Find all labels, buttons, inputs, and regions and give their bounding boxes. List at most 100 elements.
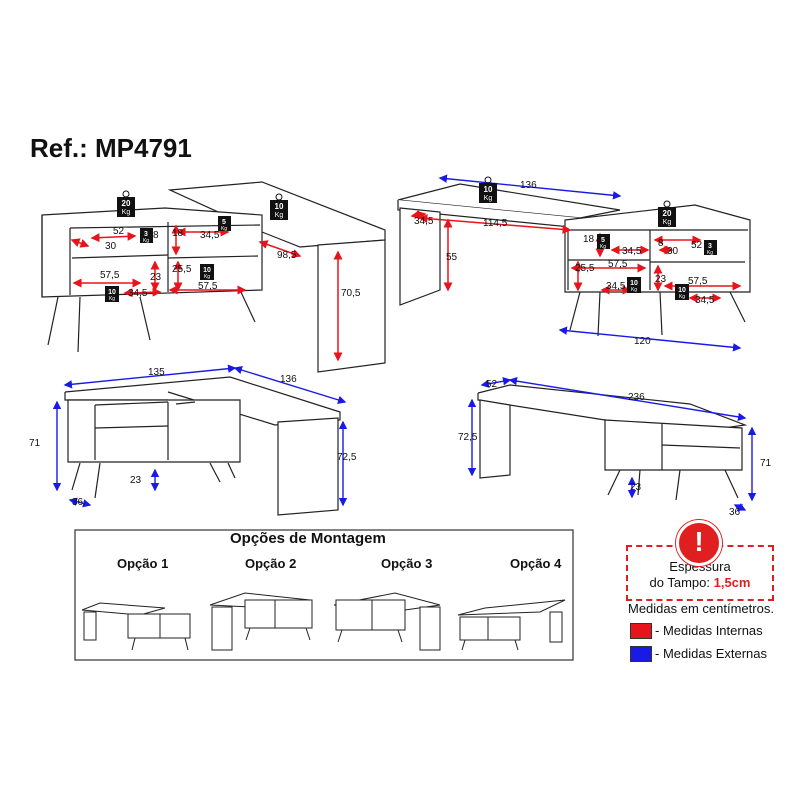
- dim-52-ext-label: 52: [486, 379, 498, 390]
- weight-icon: 5 Kg: [218, 216, 231, 232]
- dim-23-label: 23: [150, 272, 162, 283]
- dim-52-label: 52: [113, 226, 125, 237]
- option-3-label: Opção 3: [381, 556, 433, 571]
- dim-114-5-label: 114,5: [483, 218, 508, 229]
- svg-text:5: 5: [601, 237, 605, 244]
- dim-34-5-label-d: 34,5: [622, 246, 642, 257]
- option-4-drawing: [457, 599, 566, 651]
- dim-8-label-b: 8: [658, 238, 664, 249]
- dim-34-5-label-e: 34,5: [606, 281, 626, 292]
- dim-70-5-label: 70,5: [341, 288, 361, 299]
- dim-98-5-label: 98,5: [277, 250, 297, 261]
- dim-34-5-label: 34,5: [200, 230, 220, 241]
- option-3-drawing: [333, 592, 441, 651]
- dim-25-5-label: 25,5: [172, 264, 192, 275]
- legend-internal: - Medidas Internas: [655, 623, 763, 638]
- assembly-options-title: Opções de Montagem: [230, 530, 386, 547]
- svg-text:10: 10: [275, 202, 284, 211]
- dim-72-5-label-b: 72,5: [458, 432, 478, 443]
- alert-icon: !: [676, 520, 722, 566]
- svg-text:10: 10: [203, 267, 211, 274]
- external-dims-middle-right: [467, 376, 757, 512]
- dim-57-5-label-b: 57,5: [198, 281, 218, 292]
- external-color-swatch: [630, 646, 652, 662]
- option-1-drawing: [81, 602, 191, 651]
- dim-30-label: 30: [105, 241, 117, 252]
- dim-71-label: 71: [29, 438, 41, 449]
- dim-23-label-b: 23: [655, 274, 667, 285]
- svg-text:Kg: Kg: [484, 195, 493, 202]
- dim-71-label-b: 71: [760, 458, 772, 469]
- dim-236-label: 236: [628, 392, 645, 403]
- dim-34-5-label-b: 34,5: [128, 288, 148, 299]
- option-2-drawing: [209, 592, 313, 651]
- view-middle-right-closed: [477, 384, 748, 501]
- tabletop-thickness-note: Espessura do Tampo: 1,5cm: [626, 545, 774, 601]
- weight-icon: 10 Kg: [200, 264, 214, 280]
- dim-8-label: 8: [153, 230, 159, 241]
- svg-text:Kg: Kg: [631, 287, 637, 293]
- dim-34-5-label-c: 34,5: [414, 216, 434, 227]
- weight-icon: 3 Kg: [704, 240, 717, 256]
- weight-icon: 10 Kg: [627, 277, 641, 293]
- reference-title: Ref.: MP4791: [30, 133, 192, 163]
- external-dim-labels-middle-right: 52 236 72,5 71 36 23: [458, 379, 772, 518]
- svg-text:Kg: Kg: [109, 296, 115, 302]
- svg-text:10: 10: [108, 289, 116, 296]
- svg-text:Kg: Kg: [679, 294, 685, 300]
- option-4-label: Opção 4: [510, 556, 562, 571]
- internal-color-swatch: [630, 623, 652, 639]
- view-middle-left-closed: [64, 376, 341, 516]
- dim-18-label: 18: [172, 228, 184, 239]
- weight-icon: 5 Kg: [597, 234, 610, 250]
- dim-23-ext-label-b: 23: [630, 482, 642, 493]
- units-note: Medidas em centímetros.: [628, 601, 774, 616]
- svg-text:Kg: Kg: [143, 238, 149, 244]
- dim-57-5-label-a: 57,5: [100, 270, 120, 281]
- svg-text:Kg: Kg: [221, 226, 227, 232]
- internal-dim-labels-top-left: 52 8 30 18 34,5 57,5 23 25,5 57,5 34,5 9…: [100, 226, 361, 299]
- dim-136-label: 136: [520, 180, 537, 191]
- internal-dims-top-left: [70, 224, 343, 362]
- note-line-2: do Tampo: 1,5cm: [649, 575, 751, 590]
- svg-text:Kg: Kg: [275, 212, 284, 219]
- dim-57-5-label-c: 57,5: [608, 259, 628, 270]
- svg-text:10: 10: [678, 287, 686, 294]
- assembly-options-box: [74, 529, 574, 661]
- note-line-1: Espessura: [669, 559, 731, 574]
- dim-36-label: 36: [72, 497, 84, 508]
- internal-dims-top-right: [410, 210, 742, 303]
- svg-text:Kg: Kg: [663, 219, 672, 226]
- external-dim-labels-middle-left: 135 136 71 72,5 36 23: [29, 367, 357, 508]
- weight-icon: 10 Kg: [270, 193, 288, 220]
- weight-icon: 3 Kg: [140, 228, 153, 244]
- dim-52-label-b: 52: [691, 240, 703, 251]
- dim-18-label-b: 18: [583, 234, 595, 245]
- dim-23-ext-label: 23: [130, 475, 142, 486]
- dim-30-label-b: 30: [667, 246, 679, 257]
- dim-25-5-label-b: 25,5: [575, 263, 595, 274]
- weight-icon: 10 Kg: [105, 286, 119, 302]
- option-2-label: Opção 2: [245, 556, 297, 571]
- option-1-label: Opção 1: [117, 556, 169, 571]
- external-dims-middle-left: [52, 364, 348, 508]
- svg-text:3: 3: [144, 231, 148, 238]
- svg-text:20: 20: [122, 199, 131, 208]
- weight-icon: 20 Kg: [658, 200, 676, 227]
- internal-dim-labels-top-right: 34,5 114,5 55 18 34,5 8 52 30 25,5 57,5 …: [414, 216, 715, 306]
- svg-text:5: 5: [222, 219, 226, 226]
- legend-external: - Medidas Externas: [655, 646, 767, 661]
- svg-text:Kg: Kg: [707, 250, 713, 256]
- svg-text:10: 10: [630, 280, 638, 287]
- dim-55-label: 55: [446, 252, 458, 263]
- dim-57-5-label-d: 57,5: [688, 276, 708, 287]
- dim-120-label: 120: [634, 336, 651, 347]
- svg-text:Kg: Kg: [204, 274, 210, 280]
- weight-icon: 10 Kg: [479, 176, 497, 203]
- svg-text:3: 3: [708, 243, 712, 250]
- external-dim-labels-top-right: 136 120: [520, 180, 651, 347]
- dim-34-5-label-f: 34,5: [695, 295, 715, 306]
- dim-72-5-label: 72,5: [337, 452, 357, 463]
